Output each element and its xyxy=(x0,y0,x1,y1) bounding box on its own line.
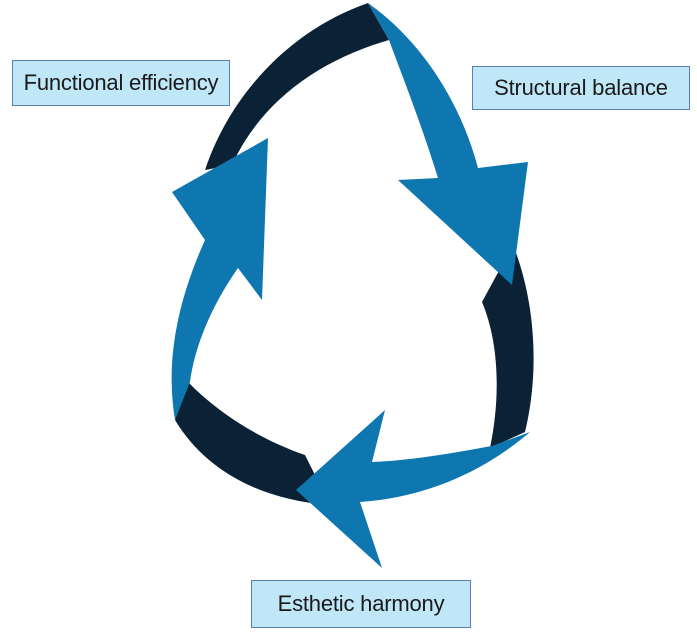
band-segment-right xyxy=(482,245,534,448)
label-structural-balance: Structural balance xyxy=(472,66,690,110)
label-esthetic-harmony: Esthetic harmony xyxy=(251,580,471,628)
arrow-toward-functional-efficiency xyxy=(171,138,268,420)
band-segment-top-left xyxy=(205,3,389,170)
arrow-toward-esthetic-harmony xyxy=(296,410,530,568)
label-functional-efficiency: Functional efficiency xyxy=(12,60,230,106)
band-segment-bottom-left xyxy=(175,382,330,505)
arrow-toward-structural-balance xyxy=(368,3,528,285)
